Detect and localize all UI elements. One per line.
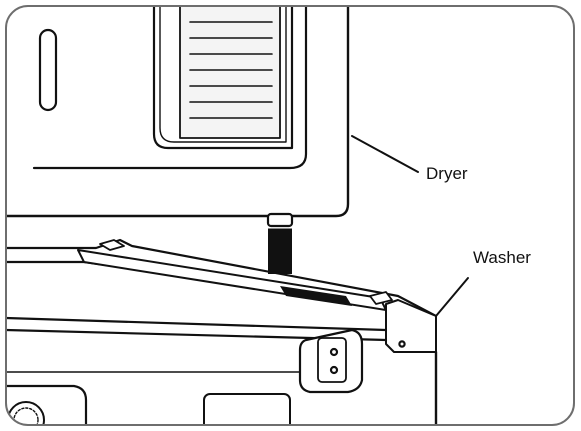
dryer-label: Dryer [426, 164, 468, 183]
diagram-frame [5, 5, 575, 426]
dryer-unit [6, 6, 419, 274]
washer-unit [6, 238, 469, 425]
dryer-callout-line [351, 135, 419, 173]
washer-lower-panel [203, 393, 291, 425]
washer-label: Washer [473, 248, 531, 267]
washer-callout-line [435, 277, 469, 317]
dryer-leveling-foot [266, 212, 294, 274]
stacking-bracket [77, 239, 393, 311]
vent-slats [189, 21, 273, 119]
washer-latch [298, 328, 364, 394]
dryer-handle-slot [38, 28, 58, 112]
